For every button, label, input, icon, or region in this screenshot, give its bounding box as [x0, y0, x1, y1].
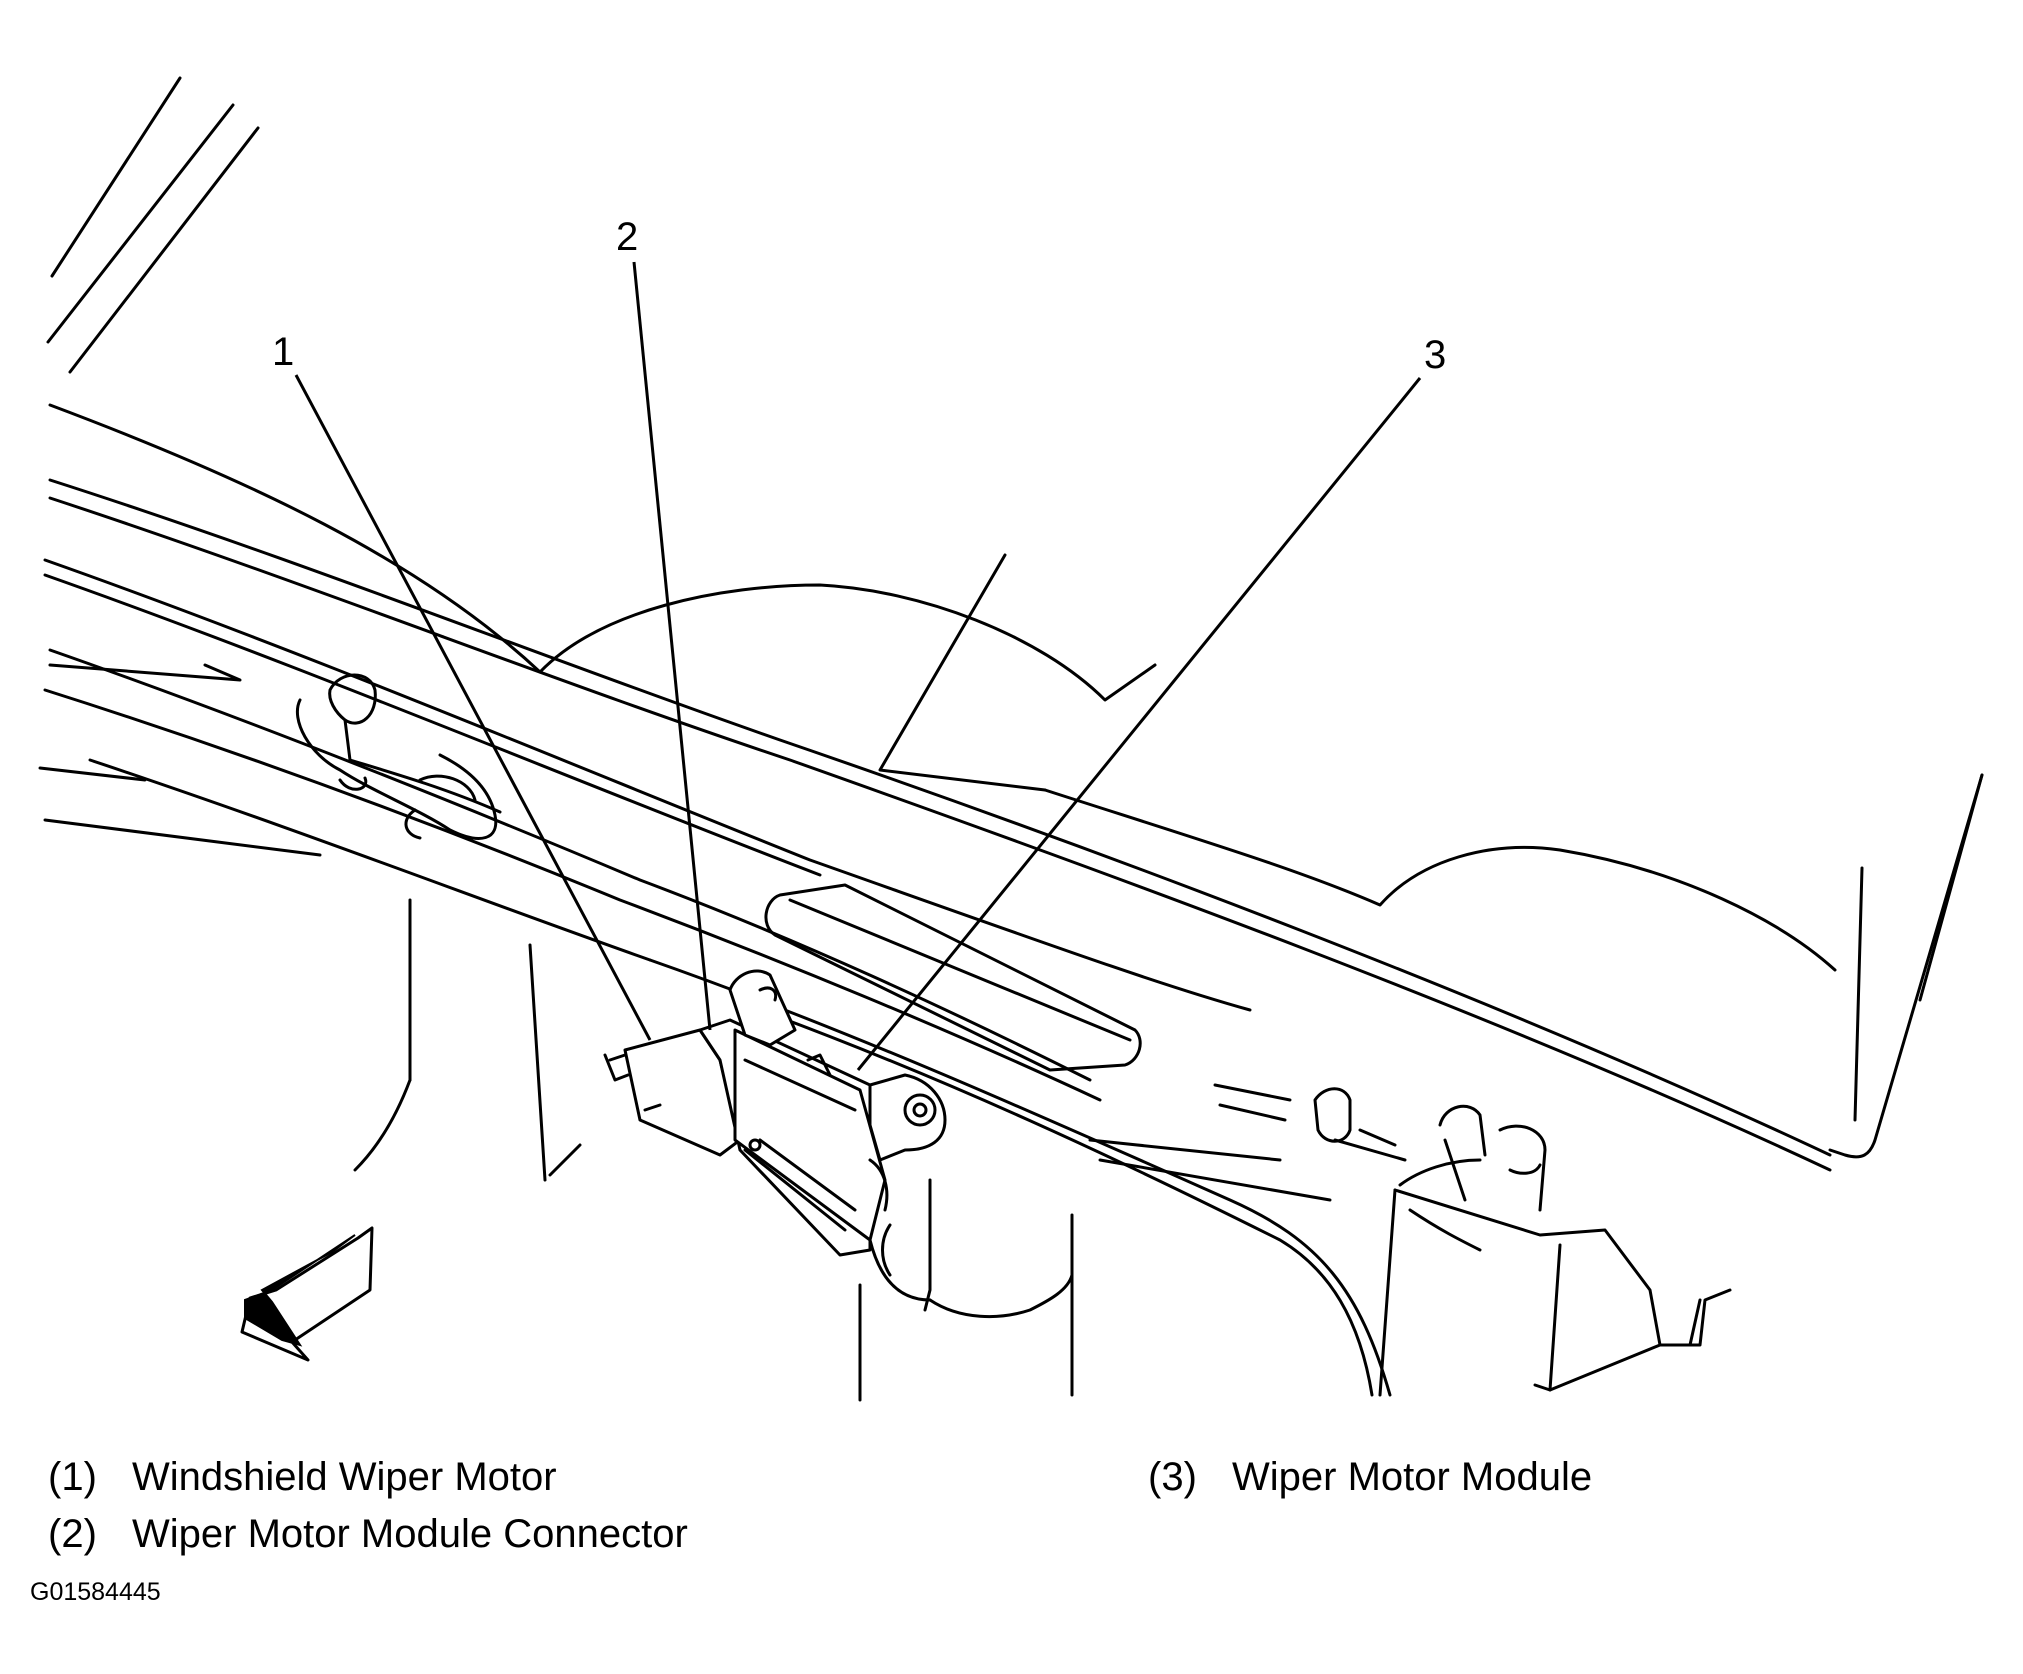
callout-number-3: 3: [1424, 333, 1446, 377]
legend-item-3: (3) Wiper Motor Module: [1148, 1455, 1592, 1499]
wiper-motor-assembly: [603, 969, 947, 1257]
body-supports: [353, 898, 1074, 1402]
legend-label: Wiper Motor Module Connector: [132, 1512, 688, 1556]
left-bracket: [295, 673, 502, 840]
windshield-edge: [46, 76, 260, 374]
leader-1: [294, 374, 652, 1041]
legend-item-2: (2) Wiper Motor Module Connector: [48, 1512, 688, 1556]
legend-number: (3): [1148, 1455, 1197, 1499]
legend-item-1: (1) Windshield Wiper Motor: [48, 1455, 557, 1499]
cowl-panel: [38, 478, 1832, 1397]
callout-number-2: 2: [616, 215, 638, 259]
front-direction-arrow-icon: [240, 1226, 374, 1362]
leader-2: [632, 261, 712, 1031]
right-bracket: [1088, 1083, 1732, 1397]
legend-number: (2): [48, 1512, 97, 1556]
cowl-slot: [764, 883, 1142, 1072]
leader-3: [856, 377, 1422, 1071]
legend-label: Windshield Wiper Motor: [132, 1455, 557, 1499]
legend-number: (1): [48, 1455, 97, 1499]
hood-outline: [48, 403, 1984, 1159]
callout-number-1: 1: [272, 330, 294, 374]
legend-label: Wiper Motor Module: [1232, 1455, 1593, 1499]
callout-leaders: [294, 261, 1422, 1071]
figure-id: G01584445: [30, 1578, 161, 1606]
